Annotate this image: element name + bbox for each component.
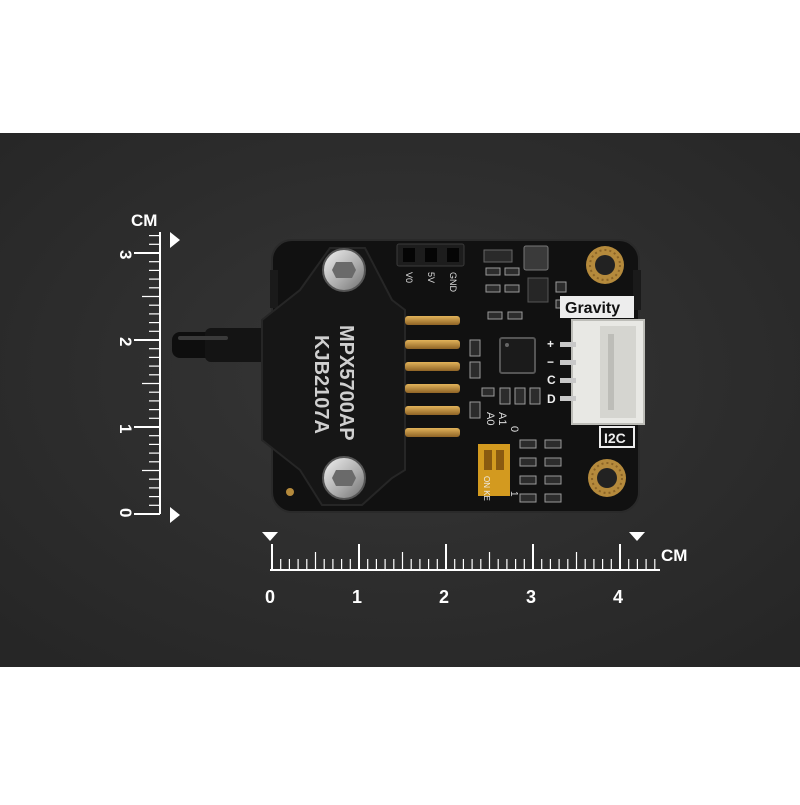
smd-component bbox=[485, 267, 501, 276]
screw-bottom bbox=[322, 456, 366, 500]
pin-label-5v: 5V bbox=[426, 272, 436, 283]
pressure-tube bbox=[172, 328, 275, 362]
smd-components bbox=[469, 267, 567, 503]
smd-component bbox=[544, 475, 562, 485]
connector-pin-c: C bbox=[547, 373, 556, 387]
smd-component bbox=[499, 387, 511, 405]
horizontal-ruler-label-3: 3 bbox=[526, 587, 536, 607]
pin-label-gnd: GND bbox=[448, 272, 458, 293]
smd-component bbox=[469, 361, 481, 379]
horizontal-ruler-label-2: 2 bbox=[439, 587, 449, 607]
top-chip bbox=[523, 245, 549, 271]
smd-component bbox=[487, 311, 503, 320]
smd-component bbox=[555, 281, 567, 293]
address-label-0: 0 bbox=[508, 426, 520, 432]
horizontal-ruler-ticks bbox=[271, 544, 656, 570]
horizontal-ruler-right-marker bbox=[629, 532, 645, 541]
screw-top bbox=[322, 248, 366, 292]
vertical-ruler-label-0: 0 bbox=[116, 508, 135, 517]
horizontal-ruler-unit: CM bbox=[661, 546, 687, 565]
smd-component bbox=[481, 387, 495, 397]
smd-component bbox=[469, 401, 481, 419]
smd-component bbox=[529, 387, 541, 405]
connector-pin-plus: + bbox=[547, 337, 554, 351]
horizontal-ruler-label-4: 4 bbox=[613, 587, 623, 607]
smd-component bbox=[519, 439, 537, 449]
smd-component bbox=[544, 493, 562, 503]
pin-header: V0 5V GND bbox=[396, 243, 465, 293]
smd-component bbox=[504, 267, 520, 276]
connector-pin-minus: − bbox=[547, 355, 554, 369]
smd-component bbox=[514, 387, 526, 405]
smd-component bbox=[544, 457, 562, 467]
connector-pin-d: D bbox=[547, 392, 556, 406]
vertical-ruler-label-3: 3 bbox=[116, 250, 135, 259]
address-label-a1: A1 bbox=[496, 412, 508, 425]
interface-label: I2C bbox=[604, 430, 626, 446]
board-dot bbox=[286, 488, 294, 496]
main-chip bbox=[499, 337, 536, 374]
vertical-ruler-top-marker bbox=[170, 232, 180, 248]
mount-hole-bottom bbox=[588, 459, 626, 497]
pressure-sensor: MPX5700AP KJB2107A bbox=[261, 247, 406, 506]
interface-label-box bbox=[599, 426, 635, 448]
horizontal-ruler: CM 0 1 2 3 4 bbox=[262, 532, 687, 607]
brand-label-box bbox=[560, 296, 634, 318]
smd-component bbox=[519, 475, 537, 485]
small-chip bbox=[483, 249, 513, 263]
sensor-board: V0 5V GND MPX5700AP KJB2107A bbox=[261, 239, 645, 513]
smd-component bbox=[485, 284, 501, 293]
sensor-pins bbox=[405, 316, 460, 437]
regulator-chip bbox=[527, 277, 549, 303]
vertical-ruler-label-1: 1 bbox=[116, 424, 135, 433]
sensor-model-label: MPX5700AP bbox=[335, 325, 357, 441]
sensor-lot-label: KJB2107A bbox=[310, 335, 332, 434]
smd-component bbox=[504, 284, 520, 293]
address-dip-switch[interactable]: ON KE bbox=[478, 444, 510, 501]
horizontal-ruler-left-marker bbox=[262, 532, 278, 541]
smd-component bbox=[469, 339, 481, 357]
smd-component bbox=[544, 439, 562, 449]
mount-hole-top bbox=[586, 246, 624, 284]
brand-label: Gravity bbox=[565, 300, 620, 317]
horizontal-ruler-label-0: 0 bbox=[265, 587, 275, 607]
vertical-ruler-label-2: 2 bbox=[116, 337, 135, 346]
address-label-a0: A0 bbox=[484, 412, 496, 425]
smd-component bbox=[519, 457, 537, 467]
address-label-1: 1 bbox=[508, 491, 519, 497]
vertical-ruler-ticks bbox=[134, 235, 160, 515]
pin-label-v0: V0 bbox=[404, 272, 414, 283]
smd-component bbox=[519, 493, 537, 503]
horizontal-ruler-label-1: 1 bbox=[352, 587, 362, 607]
smd-component bbox=[507, 311, 523, 320]
vertical-ruler-unit: CM bbox=[131, 211, 157, 230]
vertical-ruler: CM 3 2 1 0 bbox=[116, 211, 180, 523]
gravity-connector[interactable] bbox=[560, 319, 645, 425]
dip-switch-label: ON KE bbox=[482, 476, 491, 501]
vertical-ruler-bottom-marker bbox=[170, 507, 180, 523]
